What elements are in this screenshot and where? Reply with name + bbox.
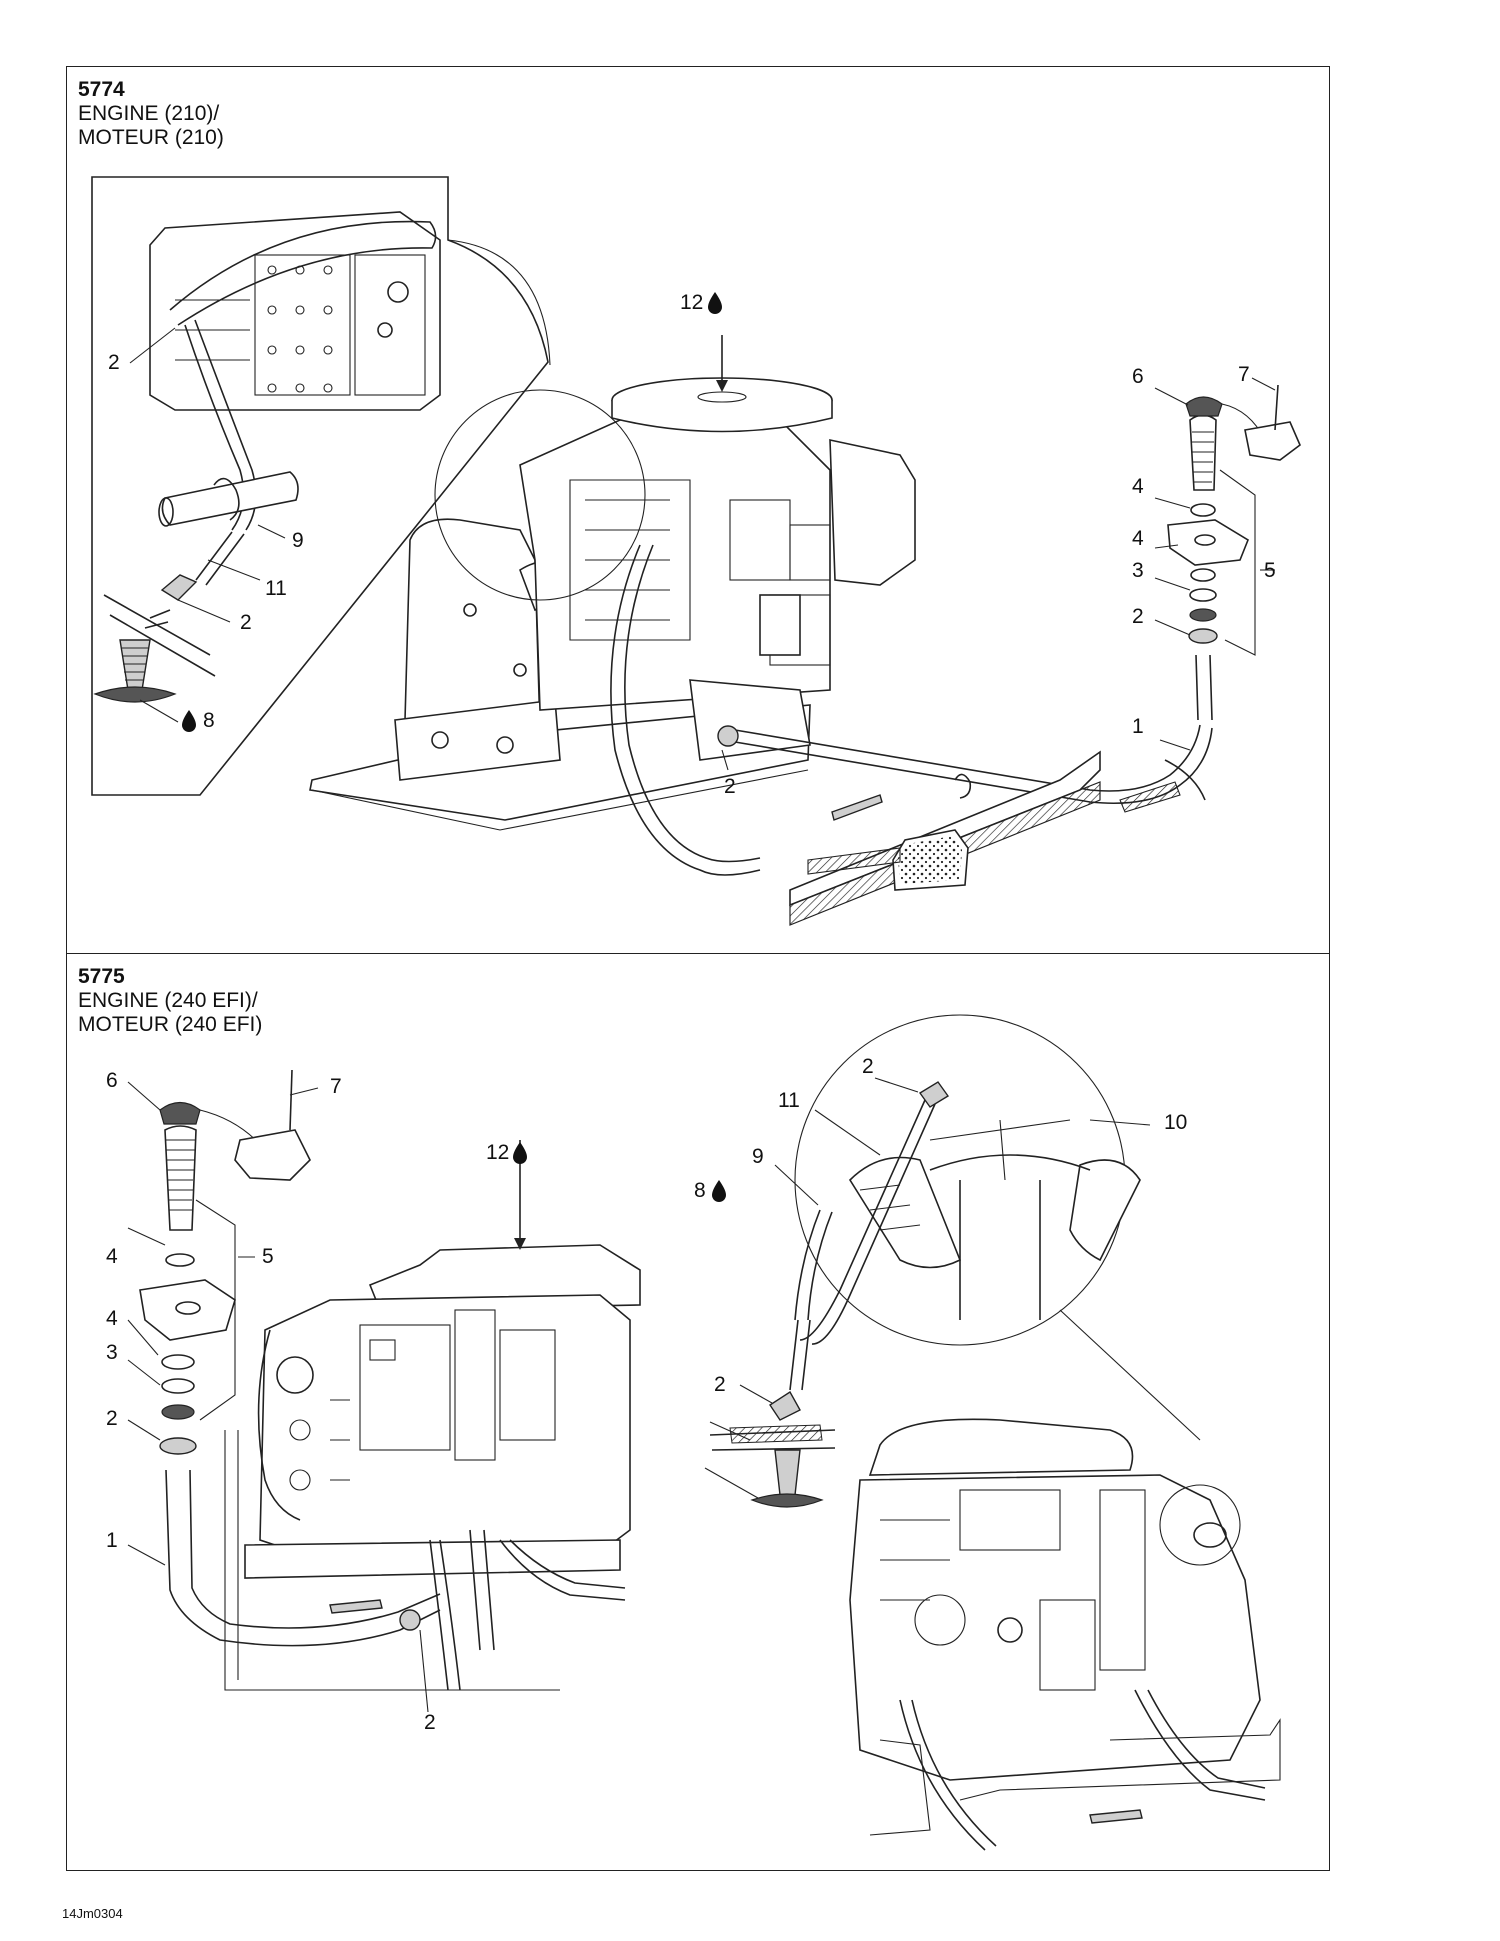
panel-code: 5774	[78, 78, 125, 101]
callout-number: 4	[106, 1307, 118, 1330]
oil-drop-icon	[712, 1180, 726, 1202]
callout-number: 2	[106, 1407, 118, 1430]
callout-number: 2	[714, 1373, 726, 1396]
callout-number: 1	[106, 1529, 118, 1552]
callout-number: 4	[1132, 475, 1144, 498]
callout-number: 11	[778, 1089, 800, 1112]
callout-number: 12	[486, 1141, 510, 1164]
panel-title-line: MOTEUR (240 EFI)	[78, 1013, 263, 1036]
filler-neck-assembly	[127, 1069, 441, 1647]
callout-number: 4	[106, 1245, 118, 1268]
panel-heading-5775: 5775 ENGINE (240 EFI)/ MOTEUR (240 EFI)	[78, 965, 262, 1037]
callout-number: 2	[240, 611, 252, 634]
callout-number: 3	[106, 1341, 118, 1364]
panel-title-line: ENGINE (240 EFI)/	[78, 989, 258, 1012]
callout-number: 1	[1132, 715, 1144, 738]
panel-frame-5775	[66, 953, 1330, 1871]
callout-number: 5	[262, 1245, 274, 1268]
callout-number: 2	[108, 351, 120, 374]
callout-number: 12	[680, 291, 704, 314]
callout-number: 10	[1164, 1111, 1188, 1134]
callout-number: 2	[724, 775, 736, 798]
callout-number: 6	[1132, 365, 1144, 388]
callout-number: 5	[1264, 559, 1276, 582]
callout-number: 9	[752, 1145, 764, 1168]
callout-number: 3	[1132, 559, 1144, 582]
callout-number: 2	[424, 1711, 436, 1734]
callout-number: 8	[203, 709, 215, 732]
drawing-reference-code: 14Jm0304	[62, 1906, 123, 1921]
callout-number: 8	[694, 1179, 706, 1202]
panel-title-line: MOTEUR (210)	[78, 126, 224, 149]
callout-number: 11	[265, 577, 287, 600]
engine-240-efi-front	[224, 1140, 641, 1713]
callout-number: 2	[862, 1055, 874, 1078]
oil-drop-icon	[182, 710, 196, 732]
engine-240-efi-detail	[704, 1014, 1281, 1851]
oil-drop-icon	[513, 1142, 527, 1164]
callout-number: 7	[1238, 363, 1250, 386]
inset-engine-detail	[91, 176, 551, 796]
callout-number: 9	[292, 529, 304, 552]
main-engine-210	[309, 335, 1301, 926]
callout-number: 2	[1132, 605, 1144, 628]
panel-code: 5775	[78, 965, 125, 988]
callout-number: 4	[1132, 527, 1144, 550]
callout-number: 6	[106, 1069, 118, 1092]
panel-heading-5774: 5774 ENGINE (210)/ MOTEUR (210)	[78, 78, 224, 150]
callout-number: 7	[330, 1075, 342, 1098]
oil-drop-icon	[708, 292, 722, 314]
panel-title-line: ENGINE (210)/	[78, 102, 220, 125]
